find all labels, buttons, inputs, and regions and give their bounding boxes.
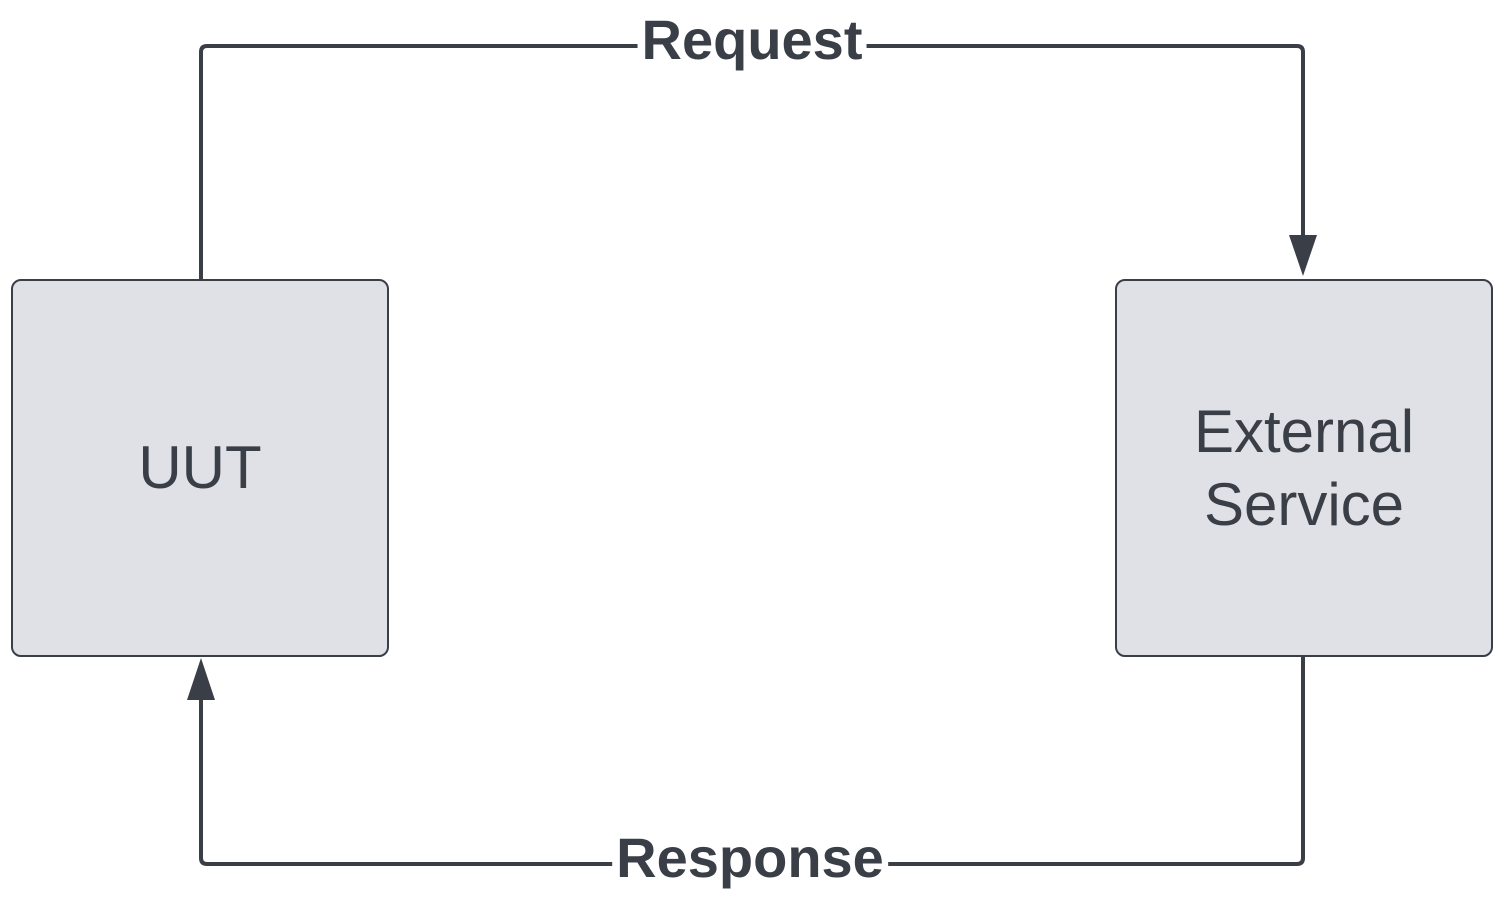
uut-node-label: UUT [138,434,262,502]
external-service-label-line1: External [1193,397,1415,465]
request-edge-label: Request [637,12,867,68]
response-edge-label: Response [612,830,888,886]
request-connector [199,44,1305,279]
external-service-node[interactable]: External Service [1115,279,1493,657]
uut-node[interactable]: UUT [11,279,389,657]
request-arrowhead [1289,235,1317,276]
external-service-node-label: External Service [1194,395,1414,541]
response-arrowhead [187,658,215,700]
external-service-label-line2: Service [1203,471,1405,538]
